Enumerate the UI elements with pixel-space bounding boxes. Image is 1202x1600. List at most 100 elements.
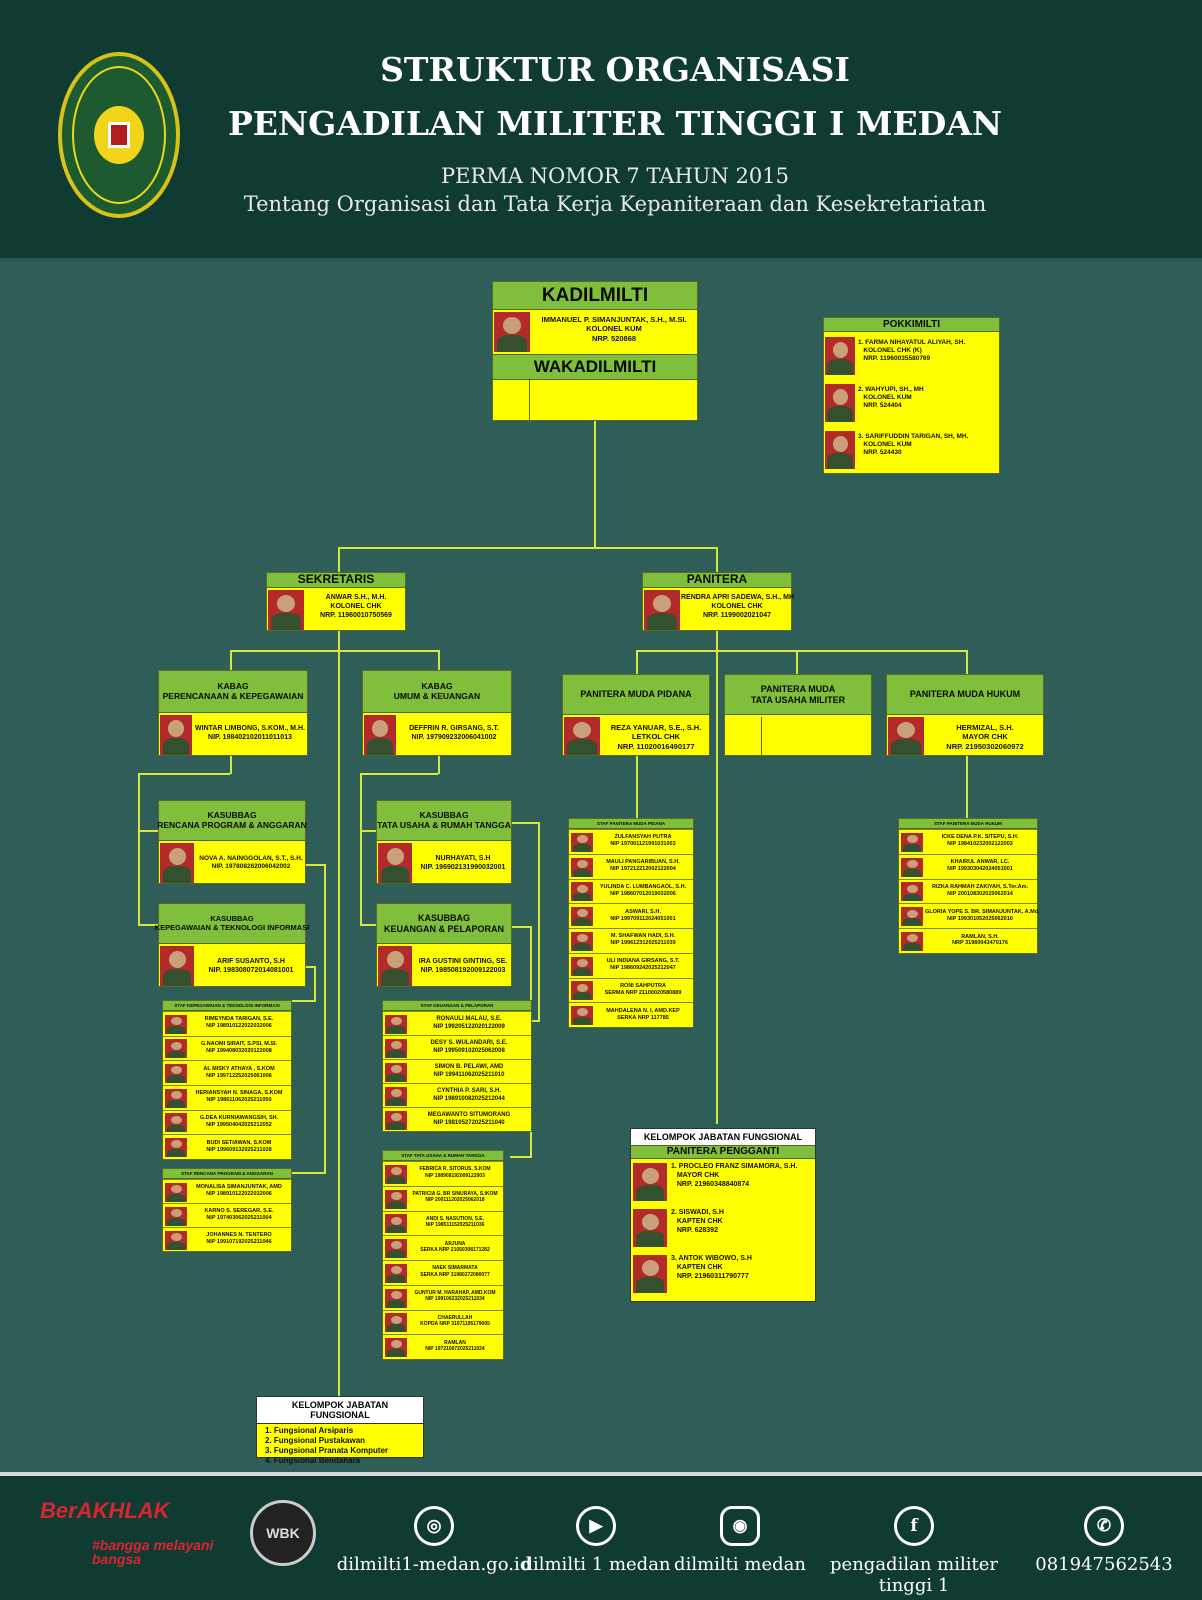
staff-name: MAULI PANGARIBUAN, S.H. NIP 197212212002… xyxy=(606,859,680,872)
instagram-icon[interactable]: ◉ xyxy=(720,1506,760,1546)
website-label[interactable]: dilmilti1-medan.go.id xyxy=(336,1554,532,1575)
staff-photo xyxy=(385,1189,407,1209)
staff-photo xyxy=(385,1086,407,1106)
staff-name: GLORIA YOPE S. BR. SIMANJUNTAK, A.Md. NI… xyxy=(925,908,1040,922)
staff-photo xyxy=(165,1138,187,1158)
wakadilmilti-title: WAKADILMILTI xyxy=(493,354,697,380)
staff-row: MAHDALENA N. I, AMD.KEP SERKA NRP 117785 xyxy=(569,1002,693,1027)
staff-photo xyxy=(385,1038,407,1058)
staff-row: KARNO S. SEREGAR, S.E. NIP 1974030620252… xyxy=(163,1203,291,1227)
staff-row: KHAIRUL ANWAR, LC. NIP 19930304202405100… xyxy=(899,853,1037,879)
staff-name: HERIANSYAH N. SINAGA, S.KOM NIP 19861106… xyxy=(195,1090,283,1104)
staff-list-title: STAF PANITERA MUDA PIDANA xyxy=(569,819,693,829)
staff-name: G.NAOMI SIRAIT, S.PSI, M.SI. NIP 1994080… xyxy=(200,1040,278,1054)
staff-name: RIZKA RAHMAH ZAKIYAH, S.Ter.Am. NIP 2001… xyxy=(931,883,1029,897)
title-line-2: PENGADILAN MILITER TINGGI I MEDAN xyxy=(227,104,1003,143)
instagram-label[interactable]: dilmilti medan xyxy=(674,1554,806,1575)
staff-name: KARNO S. SEREGAR, S.E. NIP 1974030620252… xyxy=(204,1208,274,1221)
staff-name: DESY S. WULANDARI, S.E. NIP 199509102025… xyxy=(430,1040,508,1054)
sekretaris-title: SEKRETARIS xyxy=(267,572,405,588)
staff-photo xyxy=(901,882,923,902)
staff-row: GLORIA YOPE S. BR. SIMANJUNTAK, A.Md. NI… xyxy=(899,903,1040,928)
title-line-1: STRUKTUR ORGANISASI xyxy=(380,50,850,89)
staff-list-title: STAF KEPEGAWAIAN & TEKNOLOGI INFORMASI xyxy=(163,1001,291,1011)
staff-photo xyxy=(385,1110,407,1130)
staff-name: SIMON B. PELAWI, AMD NIP 199411062025211… xyxy=(433,1064,505,1078)
panitera-pengganti-member: 2. SISWADI, S.H KAPTEN CHK NRP. 628392 xyxy=(631,1205,815,1251)
member-photo xyxy=(825,431,855,469)
staff-name: NAEK SIMARMATA SERKA NRP 31980272080077 xyxy=(420,1265,490,1278)
staff-photo xyxy=(385,1263,407,1283)
staff-photo xyxy=(571,1006,593,1026)
berakhlak-logo: BerAKHLAK xyxy=(40,1498,170,1523)
staff-row: G.DEA KURNIAWANGSIH, SH. NIP 19950404202… xyxy=(163,1109,291,1135)
kabag-umum-title: KABAG UMUM & KEUANGAN xyxy=(363,671,511,713)
kjf-pp-title: KELOMPOK JABATAN FUNGSIONAL xyxy=(631,1129,815,1145)
staf-kepegawaian-ti-box: STAF KEPEGAWAIAN & TEKNOLOGI INFORMASI RI… xyxy=(162,1000,292,1160)
staff-row: RIZKA RAHMAH ZAKIYAH, S.Ter.Am. NIP 2001… xyxy=(899,878,1037,904)
staff-photo xyxy=(385,1164,407,1184)
member-name: 1. PROCLEO FRANZ SIMAMORA, S.H. MAYOR CH… xyxy=(671,1163,798,1188)
staff-name: MEGAWANTO SITUMORANG NIP 198105272025211… xyxy=(427,1112,511,1126)
member-photo xyxy=(633,1163,667,1201)
staff-photo xyxy=(165,1039,187,1059)
staff-photo xyxy=(165,1230,187,1250)
facebook-label[interactable]: pengadilan militer tinggi 1 xyxy=(830,1554,998,1596)
staff-photo xyxy=(385,1313,407,1333)
kadilmilti-name: IMMANUEL P. SIMANJUNTAK, S.H., M.SI. KOL… xyxy=(541,315,687,343)
staff-row: RAMLAN, S.H. NRP 31980043470176 xyxy=(899,928,1037,953)
staff-name: PATRICIA G. BR SINURAYA, S.IKOM NIP 2001… xyxy=(412,1191,498,1204)
kjf-title: KELOMPOK JABATAN FUNGSIONAL xyxy=(257,1397,423,1424)
staff-name: RAMLAN NIP 197210072025211024 xyxy=(425,1339,485,1352)
kadilmilti-title: KADILMILTI xyxy=(493,282,697,310)
staff-photo xyxy=(571,907,593,927)
staff-row: YULINDA C. LUMBANGAOL, S.H. NIP 19860701… xyxy=(569,878,693,904)
whatsapp-label[interactable]: 081947562543 xyxy=(1035,1554,1173,1575)
staff-row: MONALISA SIMANJUNTAK, AMD NIP 1989101220… xyxy=(163,1179,291,1203)
court-seal-logo xyxy=(58,52,180,218)
staff-name: MAHDALENA N. I, AMD.KEP SERKA NRP 117785 xyxy=(606,1007,680,1021)
staff-name: MONALISA SIMANJUNTAK, AMD NIP 1989101220… xyxy=(196,1184,282,1197)
kasubbag-rpa-title: KASUBBAG RENCANA PROGRAM & ANGGARAN xyxy=(157,801,307,841)
facebook-icon[interactable]: f xyxy=(894,1506,934,1546)
member-photo xyxy=(633,1209,667,1247)
panitera-name: RENDRA APRI SADEWA, S.H., MH KOLONEL CHK… xyxy=(681,594,795,619)
sekretaris-name: ANWAR S.H., M.H. KOLONEL CHK NRP. 119600… xyxy=(320,594,392,619)
bangga-melayani-logo: #bangga melayani bangsa xyxy=(92,1537,214,1567)
staff-name: RIMEYNDA TARIGAN, S.E. NIP 1989101220220… xyxy=(204,1016,274,1030)
staff-row: M. SHAFWAN HADI, S.H. NIP 19961231202521… xyxy=(569,928,693,953)
staff-name: M. SHAFWAN HADI, S.H. NIP 19961231202521… xyxy=(610,933,676,947)
staff-photo xyxy=(385,1288,407,1308)
globe-icon[interactable]: ◎ xyxy=(414,1506,454,1546)
staff-photo xyxy=(571,931,593,951)
panmud-pidana-name: REZA YANUAR, S.E., S.H. LETKOL CHK NRP. … xyxy=(610,723,702,751)
panmud-hukum-name: HERMIZAL, S.H. MAYOR CHK NRP. 2195030206… xyxy=(946,723,1024,751)
staff-name: ARJUNA SERKA NRP 21050308171282 xyxy=(420,1240,490,1253)
pokkimilti-member: 2. WAHYUPI, SH., MH KOLONEL KUM NRP. 524… xyxy=(824,380,999,427)
kjf-pp-subtitle: PANITERA PENGGANTI xyxy=(631,1145,815,1159)
whatsapp-icon[interactable]: ✆ xyxy=(1084,1506,1124,1546)
member-name: 2. WAHYUPI, SH., MH KOLONEL KUM NRP. 524… xyxy=(858,386,924,410)
member-photo xyxy=(825,384,855,422)
kasubbag-turt-name: NURHAYATI, S.H NIP. 196902131990032001 xyxy=(420,855,506,871)
staff-name: RONI SAHPUTRA SERMA NRP 21100020580889 xyxy=(604,982,682,996)
staff-row: MAULI PANGARIBUAN, S.H. NIP 197212212002… xyxy=(569,853,693,879)
member-name: 1. FARMA NIHAYATUL ALIYAH, SH. KOLONEL C… xyxy=(858,339,966,363)
staff-name: YULINDA C. LUMBANGAOL, S.H. NIP 19860701… xyxy=(599,883,687,897)
staff-name: CHAERULLAH KOPDA NRP 31071195179005 xyxy=(420,1314,490,1328)
staff-name: BUDI SETIAWAN, S.KOM NIP 199609132025211… xyxy=(206,1139,272,1153)
staff-photo xyxy=(165,1088,187,1108)
kasubbag-rpa-photo xyxy=(160,843,194,883)
subtitle-line-1: PERMA NOMOR 7 TAHUN 2015 xyxy=(441,164,789,188)
staff-row: G.NAOMI SIRAIT, S.PSI, M.SI. NIP 1994080… xyxy=(163,1035,291,1061)
staff-photo xyxy=(901,832,923,852)
staff-row: MEGAWANTO SITUMORANG NIP 198105272025211… xyxy=(383,1107,531,1131)
staff-row: PATRICIA G. BR SINURAYA, S.IKOM NIP 2001… xyxy=(383,1185,503,1211)
youtube-label[interactable]: dilmilti 1 medan xyxy=(521,1554,671,1575)
staff-photo xyxy=(385,1338,407,1358)
youtube-icon[interactable]: ▶ xyxy=(576,1506,616,1546)
staff-row: HERIANSYAH N. SINAGA, S.KOM NIP 19861106… xyxy=(163,1085,291,1110)
staff-row: ANDI S. NASUTION, S.E. NIP 1985111520252… xyxy=(383,1210,503,1236)
